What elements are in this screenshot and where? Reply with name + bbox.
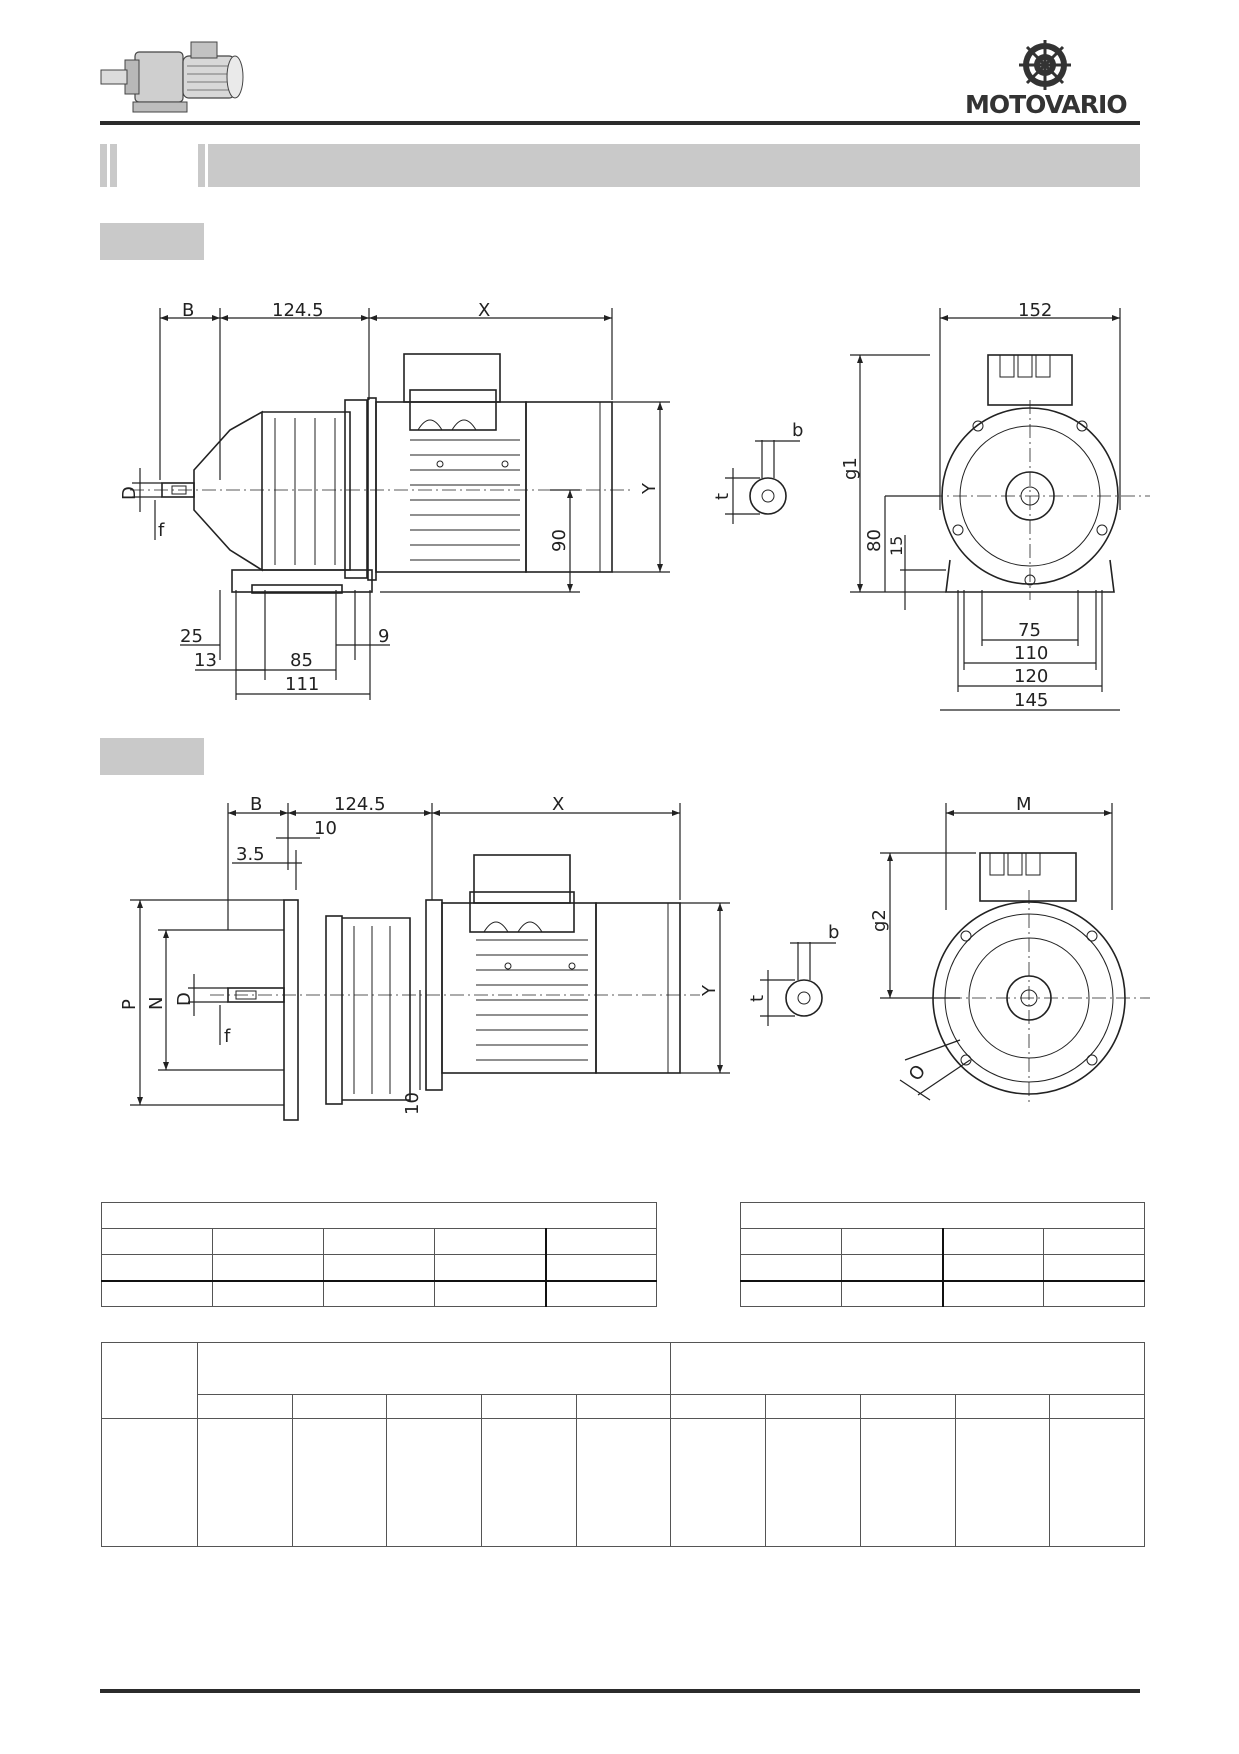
drawing-2-top-dims: B 124.5 X 10 3.5	[227, 794, 681, 930]
key-t-1: t	[712, 493, 733, 500]
dim-Y-1: Y	[639, 482, 660, 495]
drawing-1-gearbox	[130, 399, 630, 594]
drawing-2-gearbox	[210, 899, 700, 1121]
dim-P: P	[119, 999, 140, 1010]
drawing-2-motor	[441, 854, 681, 1074]
dim-124-5-2: 124.5	[334, 794, 386, 815]
motor-fins	[410, 439, 520, 561]
drawing-1-bottom-dims: 25 13 85 111 9	[180, 590, 390, 700]
title-band-marker-1	[100, 144, 107, 187]
dim-111: 111	[285, 674, 319, 695]
section-title-band	[208, 144, 1140, 187]
dim-B-2: B	[250, 794, 262, 815]
drawing-2: B 124.5 X 10 3.5	[119, 794, 1150, 1121]
drawing-2-end-view: M g2 O	[869, 794, 1150, 1105]
dim-X-1: X	[478, 300, 490, 321]
drawing-2-shaft-key: b t	[747, 922, 839, 1026]
drawing-2-bottom-dims: 10	[402, 990, 427, 1115]
drawing-2-left-dims: P N D f	[119, 899, 284, 1106]
dim-120: 120	[1014, 666, 1048, 687]
dim-f-1: f	[158, 520, 165, 541]
dim-Y-2: Y	[699, 984, 720, 997]
table-motor-corner	[101, 1342, 198, 1419]
dim-90: 90	[549, 529, 570, 552]
title-band-marker-3	[198, 144, 205, 187]
dim-9: 9	[378, 626, 389, 647]
dim-B-1: B	[182, 300, 194, 321]
dim-85: 85	[290, 650, 313, 671]
dim-13: 13	[194, 650, 217, 671]
dim-M: M	[1016, 794, 1032, 815]
dim-15: 15	[887, 536, 906, 556]
brand-name: MOTOVARIO	[965, 90, 1128, 119]
dim-145: 145	[1014, 690, 1048, 711]
flower-logo-icon	[1019, 39, 1071, 91]
dim-hole: O	[905, 1061, 930, 1085]
dim-N: N	[146, 997, 167, 1010]
dim-124-5-1: 124.5	[272, 300, 324, 321]
table-shaft-title	[101, 1202, 657, 1229]
dim-25: 25	[180, 626, 203, 647]
dim-D-1: D	[119, 486, 140, 500]
table-motor-group-1	[196, 1342, 672, 1395]
motor-fins-2	[476, 939, 588, 1061]
key-b-2: b	[828, 922, 839, 943]
dim-X-2: X	[552, 794, 564, 815]
drawing-1-right-dims: Y 90	[380, 401, 670, 593]
dim-152: 152	[1018, 300, 1052, 321]
dim-10-bottom: 10	[402, 1092, 423, 1115]
dim-g1: g1	[840, 457, 861, 480]
drawing-1-label	[100, 223, 204, 260]
dim-f-2: f	[224, 1026, 231, 1047]
title-band-marker-2	[110, 144, 117, 187]
drawing-1-end-view: 152 g1 80 15	[840, 300, 1150, 711]
dim-g2: g2	[869, 909, 890, 932]
footer-rule	[100, 1689, 1140, 1693]
brand-logo: MOTOVARIO	[965, 39, 1128, 120]
drawing-2-right-dims: Y	[680, 902, 730, 1074]
dim-80: 80	[864, 529, 885, 552]
header-rule	[100, 121, 1140, 125]
table-key-title	[740, 1202, 1145, 1229]
dim-D-2: D	[174, 992, 195, 1006]
drawing-1-left-dims: D f	[119, 468, 165, 541]
dim-75: 75	[1018, 620, 1041, 641]
drawing-1-shaft-key: b t	[712, 420, 803, 524]
table-shaft	[101, 1202, 657, 1307]
table-motor	[101, 1342, 1145, 1547]
dim-110: 110	[1014, 643, 1048, 664]
table-motor-row-label	[101, 1418, 198, 1547]
key-t-2: t	[747, 995, 768, 1002]
table-key	[740, 1202, 1145, 1307]
drawing-1: B 124.5 X	[119, 300, 1150, 711]
dim-10-top: 10	[314, 818, 337, 839]
drawing-2-label	[100, 738, 204, 775]
dim-3-5: 3.5	[236, 844, 265, 865]
product-image	[95, 30, 255, 122]
key-b-1: b	[792, 420, 803, 441]
drawing-1-top-dims: B 124.5 X	[159, 300, 613, 480]
table-motor-group-2	[670, 1342, 1145, 1395]
drawing-1-motor	[367, 353, 613, 581]
